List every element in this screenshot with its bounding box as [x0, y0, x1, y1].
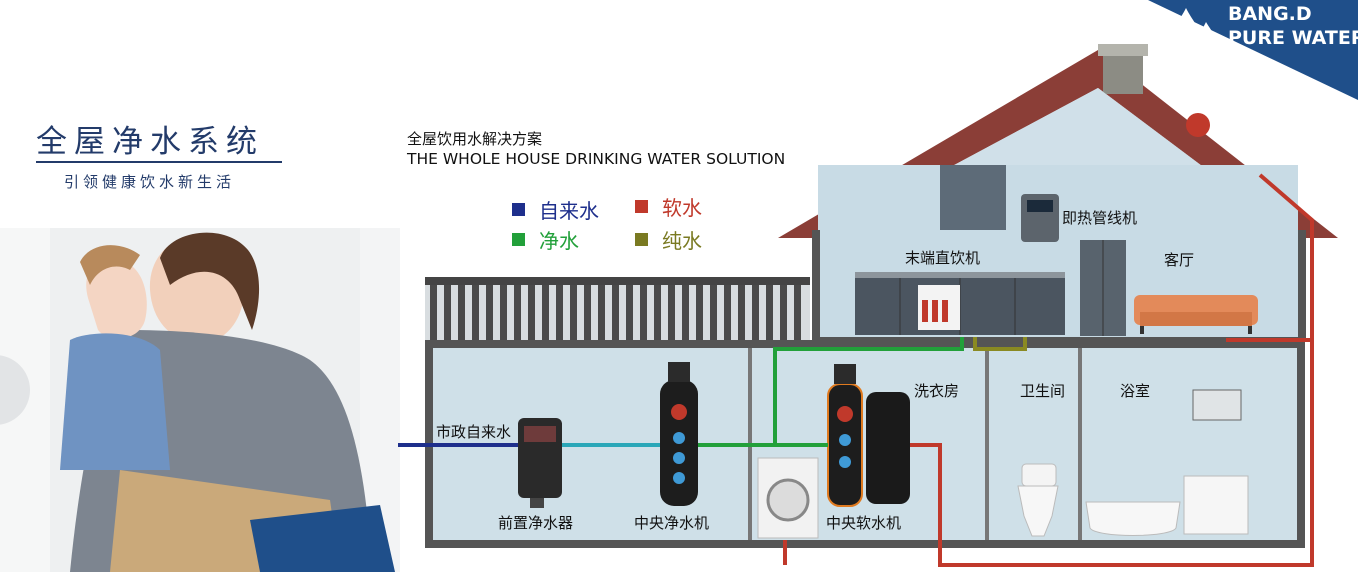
central-purifier-icon [660, 362, 698, 506]
label-prefilter: 前置净水器 [498, 514, 574, 532]
soft-water-pipe [910, 173, 1314, 567]
chimney [1103, 54, 1143, 94]
main-subtitle: 引领健康饮水新生活 [64, 173, 236, 191]
label-central-softener: 中央软水机 [826, 514, 902, 532]
legend-label-soft: 软水 [662, 196, 702, 220]
legend-label-tap: 自来水 [539, 199, 599, 223]
legend-swatch-tap [512, 203, 525, 216]
brand-banner [1148, 0, 1358, 100]
title-underline [36, 161, 282, 163]
prefilter-icon [518, 418, 562, 508]
legend-purified-water: 净水 [512, 225, 579, 254]
washing-machine-icon [757, 457, 819, 539]
bathtub-icon [1085, 501, 1181, 536]
water-drop-icon [1172, 8, 1218, 54]
main-title: 全屋净水系统 [36, 124, 264, 160]
family-photo [0, 228, 400, 572]
label-toilet: 卫生间 [1020, 382, 1066, 400]
label-municipal-water: 市政自来水 [436, 423, 512, 441]
pure-water-pipe [973, 337, 1027, 351]
fence [425, 277, 810, 340]
toilet-icon [1017, 463, 1059, 537]
legend-swatch-purified [512, 233, 525, 246]
water-heater-icon [1021, 194, 1059, 242]
legend-label-pure: 纯水 [662, 229, 702, 253]
vanity-icon [1183, 389, 1249, 535]
legend-swatch-soft [635, 200, 648, 213]
legend-label-purified: 净水 [539, 229, 579, 253]
solution-title-en: THE WHOLE HOUSE DRINKING WATER SOLUTION [407, 150, 786, 168]
sofa-icon [1134, 295, 1258, 334]
label-laundry: 洗衣房 [914, 382, 960, 400]
brand-name-line1: BANG.D [1228, 3, 1312, 25]
legend-soft-water: 软水 [635, 192, 702, 221]
legend-pure-water: 纯水 [635, 225, 702, 254]
brand-name-line2: PURE WATER [1228, 27, 1358, 49]
end-water-dispenser-icon [918, 285, 960, 330]
label-end-dispenser: 末端直饮机 [905, 249, 981, 267]
legend-tap-water: 自来水 [512, 195, 599, 224]
water-pipes [398, 113, 1314, 567]
label-living-room: 客厅 [1164, 251, 1195, 269]
label-central-purifier: 中央净水机 [634, 514, 710, 532]
label-bathroom: 浴室 [1120, 382, 1151, 400]
solution-title-cn: 全屋饮用水解决方案 [407, 130, 543, 148]
legend-swatch-pure [635, 233, 648, 246]
label-instant-heater: 即热管线机 [1062, 209, 1138, 227]
central-softener-icon [827, 364, 910, 507]
brand-name-line3: USA [1228, 52, 1265, 71]
